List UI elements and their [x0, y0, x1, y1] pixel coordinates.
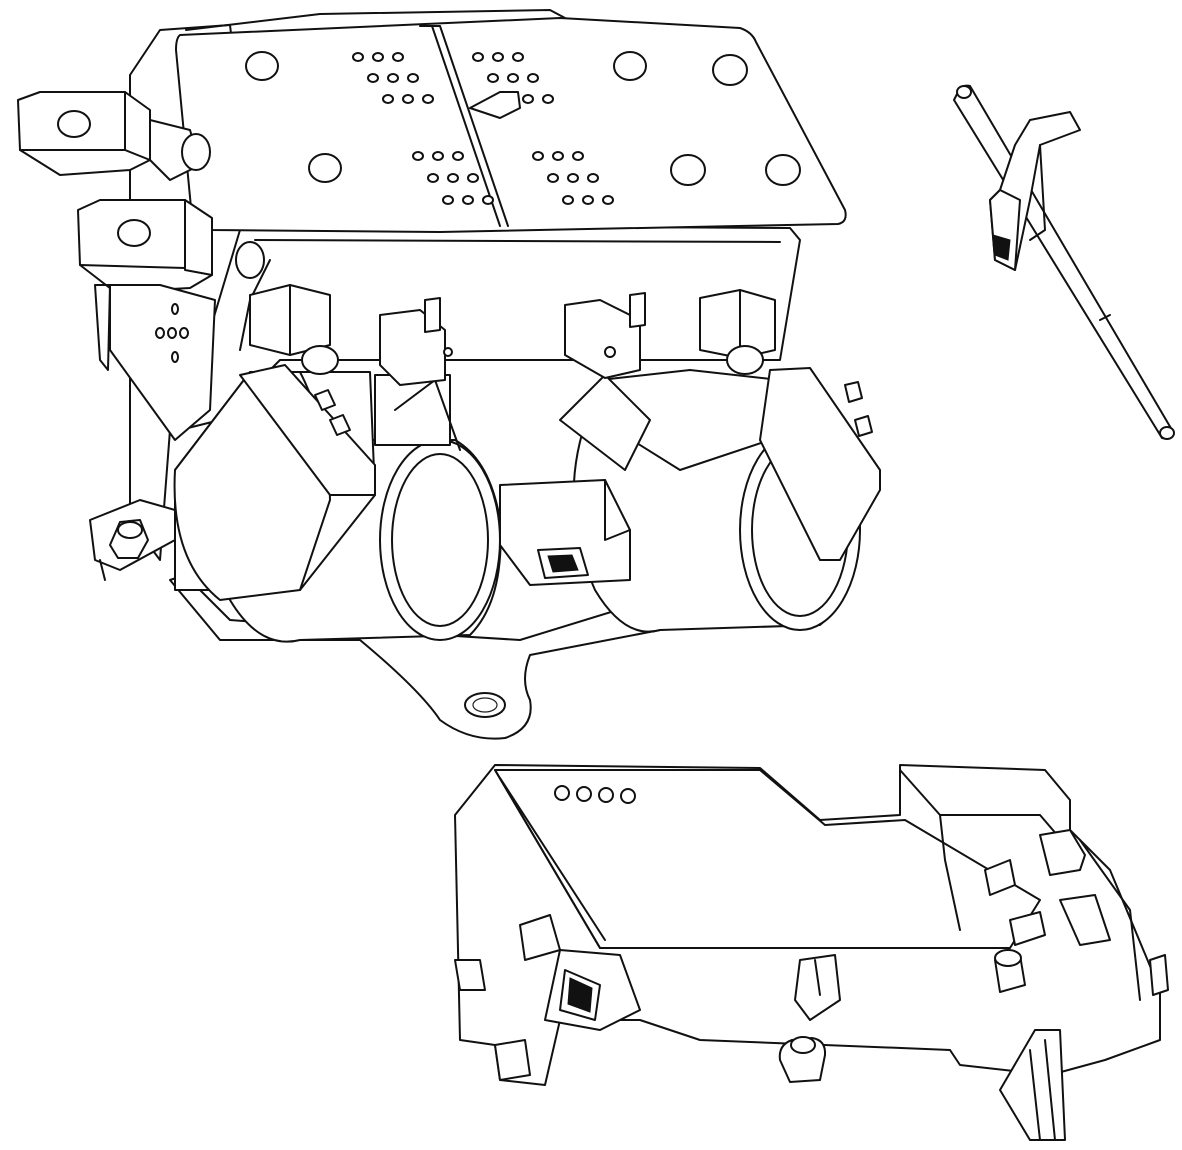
- terminal-lug-upper: [17, 91, 211, 181]
- terminal-lug-lower: [77, 199, 265, 293]
- coil-left: [173, 364, 502, 643]
- contactor-assembly: [17, 9, 881, 740]
- actuator-shaft: [953, 84, 1175, 440]
- vent-holes-3: [412, 151, 494, 205]
- coil-right: [559, 367, 881, 633]
- micro-switch-left: [249, 284, 453, 386]
- control-module: [454, 764, 1169, 1141]
- auxiliary-contact-block: [94, 284, 216, 441]
- top-cover-plate: [175, 9, 847, 233]
- indicator-holes: [554, 785, 636, 804]
- vent-holes-2: [472, 52, 554, 104]
- mounting-screw: [89, 499, 176, 581]
- vent-holes-4: [532, 151, 614, 205]
- vent-holes-1: [352, 52, 434, 104]
- center-armature: [499, 479, 631, 586]
- base-plate: [169, 574, 701, 740]
- micro-switch-right: [564, 289, 776, 379]
